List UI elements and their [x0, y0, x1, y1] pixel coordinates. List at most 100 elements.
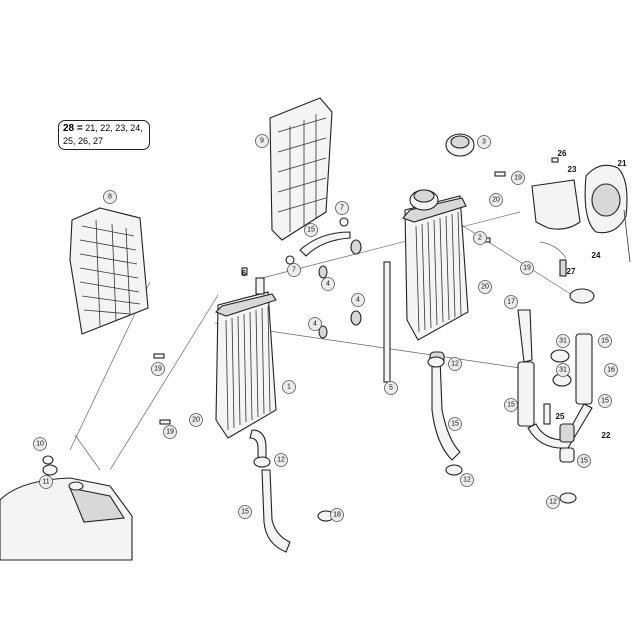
callout-19b: 19: [520, 261, 534, 275]
callout-24-label: 24: [592, 251, 601, 260]
callout-22-label: 22: [602, 431, 611, 440]
callout-3-label: 3: [482, 139, 486, 146]
callout-17-label: 17: [507, 299, 515, 306]
callout-19a-label: 19: [514, 175, 522, 182]
callout-11-label: 11: [42, 479, 49, 486]
callout-19c-label: 19: [154, 366, 162, 373]
radiator-guard-right: [269, 97, 333, 241]
callout-4a-label: 4: [326, 281, 330, 288]
callout-4b-label: 4: [356, 297, 360, 304]
callout-25: 25: [556, 412, 565, 421]
callout-12d-label: 12: [549, 499, 557, 506]
water-pump-cover: [584, 164, 631, 263]
water-pump-piping: [517, 288, 595, 463]
callout-26: 26: [558, 149, 567, 158]
callout-11: 11: [39, 475, 53, 489]
radiator-guard-left: [69, 207, 149, 335]
callout-17: 17: [504, 295, 518, 309]
callout-22: 22: [602, 431, 611, 440]
callout-31b-label: 31: [559, 367, 567, 374]
callout-15c: 15: [238, 505, 252, 519]
callout-10: 10: [33, 437, 47, 451]
callout-21-label: 21: [618, 159, 627, 168]
callout-12a: 12: [448, 357, 462, 371]
callout-12a-label: 12: [451, 361, 459, 368]
callout-9: 9: [255, 134, 269, 148]
callout-4c-label: 4: [313, 321, 317, 328]
radiator-cap: [445, 133, 475, 157]
callout-4c: 4: [308, 317, 322, 331]
callout-15b: 15: [448, 417, 462, 431]
kit-contents-note: 28 = 21, 22, 23, 24, 25, 26, 27: [58, 120, 150, 150]
callout-15b-label: 15: [451, 421, 459, 428]
kit-note-line2: 25, 26, 27: [63, 136, 104, 146]
callout-9-label: 9: [260, 138, 264, 145]
upper-hose: [299, 231, 351, 257]
callout-2: 2: [473, 231, 487, 245]
water-pump-gasket: [531, 179, 581, 230]
callout-19c: 19: [151, 362, 165, 376]
callout-20c: 20: [189, 413, 203, 427]
callout-27: 27: [567, 267, 576, 276]
leader-lines: [69, 209, 581, 471]
callout-12c: 12: [460, 473, 474, 487]
callout-15f-label: 15: [601, 398, 609, 405]
callout-21: 21: [618, 159, 627, 168]
callout-19a: 19: [511, 171, 525, 185]
callout-15c-label: 15: [241, 509, 249, 516]
callout-19d: 19: [163, 425, 177, 439]
callout-15g-label: 15: [580, 458, 588, 465]
callout-12b: 12: [274, 453, 288, 467]
callout-18-label: 18: [333, 512, 341, 519]
engine-cover-fragment: [0, 455, 133, 561]
callout-7b: 7: [287, 263, 301, 277]
callout-6-label: 6: [242, 269, 247, 278]
callout-31a-label: 31: [559, 338, 567, 345]
callout-19b-label: 19: [523, 265, 531, 272]
callout-31b: 31: [556, 363, 570, 377]
callout-15a-label: 15: [307, 227, 315, 234]
callout-23-label: 23: [568, 165, 577, 174]
callout-7a: 7: [335, 201, 349, 215]
callout-20a: 20: [489, 193, 503, 207]
callout-15g: 15: [577, 454, 591, 468]
callout-19d-label: 19: [166, 429, 174, 436]
callout-31a: 31: [556, 334, 570, 348]
callout-24: 24: [592, 251, 601, 260]
callout-12b-label: 12: [277, 457, 285, 464]
callout-15a: 15: [304, 223, 318, 237]
callout-15e-label: 15: [601, 338, 609, 345]
callout-15d-label: 15: [507, 402, 515, 409]
callout-5: 5: [384, 381, 398, 395]
callout-12c-label: 12: [463, 477, 471, 484]
radiator-right: [402, 189, 469, 341]
bleed-screw: [543, 403, 551, 425]
callout-6: 6: [242, 269, 247, 278]
callout-20c-label: 20: [192, 417, 200, 424]
radiator-left: [215, 277, 277, 439]
callout-18: 18: [330, 508, 344, 522]
callout-15d: 15: [504, 398, 518, 412]
callout-23: 23: [568, 165, 577, 174]
callout-16: 16: [604, 363, 618, 377]
left-lower-hose: [249, 429, 291, 553]
callout-20a-label: 20: [492, 197, 500, 204]
callout-7a-label: 7: [340, 205, 344, 212]
callout-25-label: 25: [556, 412, 565, 421]
callout-20b-label: 20: [481, 284, 489, 291]
callout-2-label: 2: [478, 235, 482, 242]
kit-note-line1: 21, 22, 23, 24,: [85, 123, 143, 133]
callout-20b: 20: [478, 280, 492, 294]
callout-27-label: 27: [567, 267, 576, 276]
callout-15e: 15: [598, 334, 612, 348]
callout-4a: 4: [321, 277, 335, 291]
callout-12d: 12: [546, 495, 560, 509]
callout-26-label: 26: [558, 149, 567, 158]
callout-8: 8: [103, 190, 117, 204]
callout-10-label: 10: [36, 441, 44, 448]
callout-4b: 4: [351, 293, 365, 307]
callout-16-label: 16: [607, 367, 615, 374]
callout-5-label: 5: [389, 385, 393, 392]
callout-7b-label: 7: [292, 267, 296, 274]
